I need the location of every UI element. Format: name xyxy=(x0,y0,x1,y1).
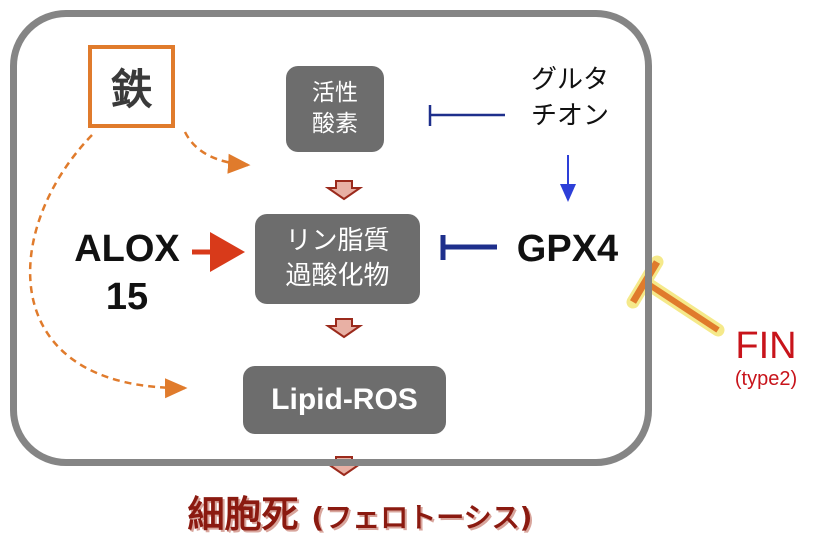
flow-arrow-lipid-to-ros xyxy=(324,318,364,339)
reactive-oxygen-node: 活性 酸素 xyxy=(286,66,384,152)
glutathione-label-line1: グルタ xyxy=(530,65,609,95)
iron-to-ros-dashed-arrow xyxy=(183,131,251,174)
cell-membrane-frame xyxy=(10,10,652,466)
iron-node: 鉄 xyxy=(88,45,175,128)
cell-death-label: 細胞死 (フェロトーシス) xyxy=(145,484,575,538)
fin-node: FIN (type2) xyxy=(712,325,820,391)
lipid-peroxide-label-line1: リン脂質 xyxy=(285,225,390,256)
alox15-label-line1: ALOX xyxy=(74,228,180,270)
alox15-node: ALOX 15 xyxy=(62,226,192,321)
fin-type-label: (type2) xyxy=(734,368,798,390)
gpx4-node: GPX4 xyxy=(500,228,635,271)
flow-arrow-ros-to-lipid xyxy=(324,180,364,201)
cell-death-ferroptosis: (フェロトーシス) xyxy=(311,501,533,534)
fin-label: FIN xyxy=(735,325,797,367)
ros-label-line2: 酸素 xyxy=(312,111,358,137)
cell-death-main: 細胞死 xyxy=(187,493,299,536)
lipid-peroxide-label-line2: 過酸化物 xyxy=(285,261,390,291)
iron-to-lipid-ros-dashed-arrow xyxy=(28,134,188,399)
glutathione-node: グルタ チオン xyxy=(510,62,630,135)
lipid-ros-node: Lipid-ROS xyxy=(243,366,446,434)
ros-label-line1: 活性 xyxy=(312,79,358,106)
fin-inhibit-line xyxy=(643,279,720,333)
gpx4-label: GPX4 xyxy=(516,228,619,270)
lipid-ros-label: Lipid-ROS xyxy=(271,382,418,416)
glutathione-label-line2: チオン xyxy=(530,101,609,132)
alox15-label-line2: 15 xyxy=(105,275,149,318)
iron-label: 鉄 xyxy=(110,65,153,114)
phospholipid-peroxide-node: リン脂質 過酸化物 xyxy=(255,214,420,304)
